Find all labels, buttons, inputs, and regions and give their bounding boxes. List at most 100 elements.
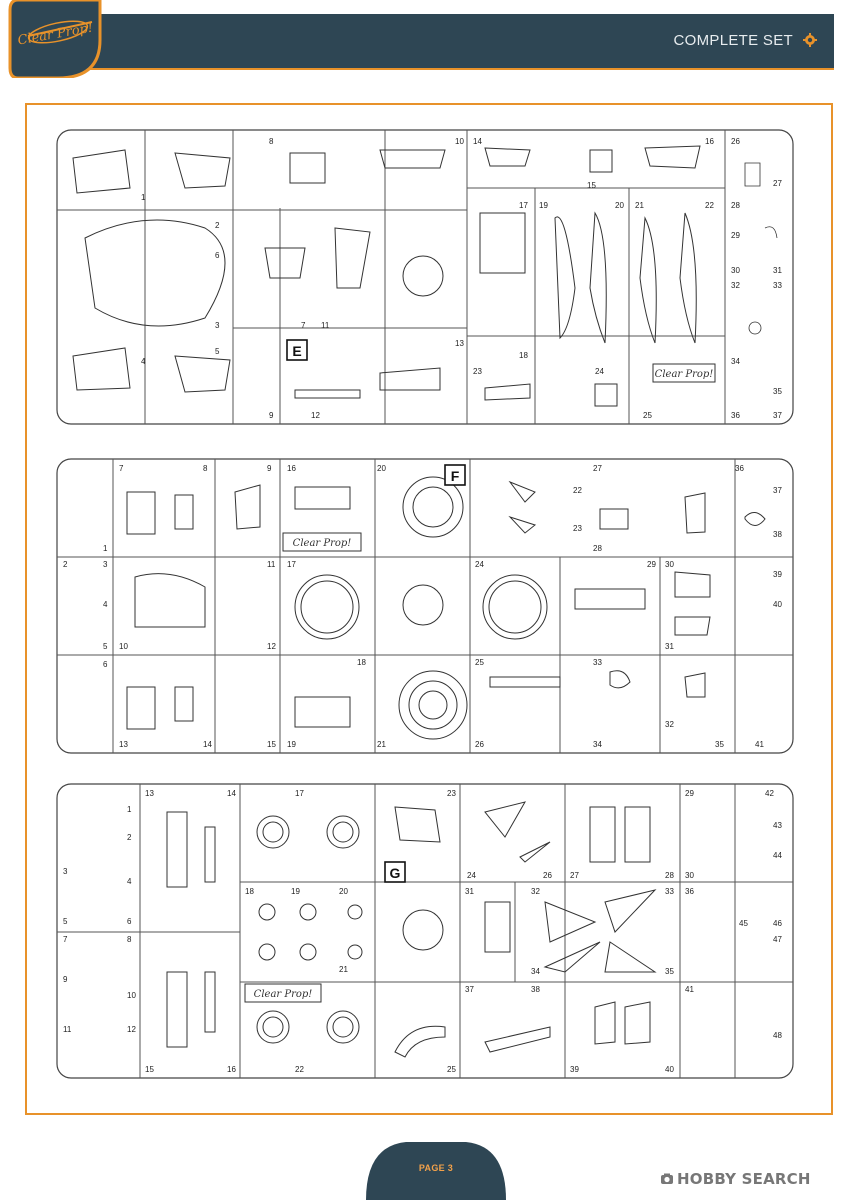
part-number: 35 xyxy=(715,740,724,749)
part-number: 11 xyxy=(63,1025,72,1034)
part-number: 14 xyxy=(473,137,482,146)
part-number: 40 xyxy=(665,1065,674,1074)
part-number: 22 xyxy=(705,201,714,210)
part-number: 7 xyxy=(301,321,306,330)
part-number: 27 xyxy=(773,179,782,188)
part-number: 34 xyxy=(531,967,540,976)
sprue-e: Clear Prop! E 1 2 3 4 5 6 7 8 9 10 11 12… xyxy=(56,129,794,425)
footer-page-tab xyxy=(366,1142,506,1200)
sprue-e-brand: Clear Prop! xyxy=(655,369,714,380)
part-number: 1 xyxy=(103,544,108,553)
part-number: 23 xyxy=(447,789,456,798)
part-number: 30 xyxy=(685,871,694,880)
part-number: 22 xyxy=(573,486,582,495)
camera-icon xyxy=(661,1173,673,1184)
part-number: 32 xyxy=(731,281,740,290)
part-number: 4 xyxy=(103,600,108,609)
part-number: 35 xyxy=(773,387,782,396)
part-number: 30 xyxy=(665,560,674,569)
part-number: 37 xyxy=(465,985,474,994)
part-number: 34 xyxy=(593,740,602,749)
part-number: 21 xyxy=(377,740,386,749)
brand-logo: Clear Prop! xyxy=(8,0,102,78)
part-number: 10 xyxy=(119,642,128,651)
part-number: 6 xyxy=(103,660,108,669)
sprue-e-letter: E xyxy=(292,343,301,359)
part-number: 28 xyxy=(731,201,740,210)
part-number: 7 xyxy=(63,935,68,944)
part-number: 28 xyxy=(593,544,602,553)
part-number: 36 xyxy=(731,411,740,420)
part-number: 9 xyxy=(63,975,68,984)
part-number: 23 xyxy=(473,367,482,376)
part-number: 20 xyxy=(377,464,386,473)
part-number: 9 xyxy=(267,464,272,473)
hobby-search-watermark: HOBBY SEARCH xyxy=(677,1170,811,1188)
part-number: 38 xyxy=(531,985,540,994)
sprue-g-letter: G xyxy=(390,865,401,881)
part-number: 25 xyxy=(475,658,484,667)
part-number: 43 xyxy=(773,821,782,830)
part-number: 8 xyxy=(203,464,208,473)
page-number-label: PAGE 3 xyxy=(418,1163,454,1173)
part-number: 34 xyxy=(731,357,740,366)
part-number: 7 xyxy=(119,464,124,473)
part-number: 10 xyxy=(127,991,136,1000)
part-number: 25 xyxy=(643,411,652,420)
part-number: 33 xyxy=(665,887,674,896)
part-number: 31 xyxy=(665,642,674,651)
part-number: 16 xyxy=(227,1065,236,1074)
part-number: 3 xyxy=(103,560,108,569)
part-number: 33 xyxy=(593,658,602,667)
part-number: 35 xyxy=(665,967,674,976)
part-number: 9 xyxy=(269,411,274,420)
header-bar xyxy=(60,14,834,70)
set-title: COMPLETE SET xyxy=(673,32,793,49)
part-number: 29 xyxy=(731,231,740,240)
part-number: 6 xyxy=(215,251,220,260)
part-number: 12 xyxy=(267,642,276,651)
part-number: 41 xyxy=(685,985,694,994)
sprue-f-letter: F xyxy=(451,468,460,484)
part-number: 15 xyxy=(587,181,596,190)
part-number: 13 xyxy=(145,789,154,798)
part-number: 31 xyxy=(773,266,782,275)
part-number: 44 xyxy=(773,851,782,860)
part-number: 3 xyxy=(63,867,68,876)
part-number: 11 xyxy=(267,560,276,569)
part-number: 18 xyxy=(357,658,366,667)
part-number: 14 xyxy=(227,789,236,798)
part-number: 20 xyxy=(339,887,348,896)
part-number: 11 xyxy=(321,321,330,330)
part-number: 21 xyxy=(635,201,644,210)
part-number: 4 xyxy=(141,357,146,366)
part-number: 42 xyxy=(765,789,774,798)
part-number: 24 xyxy=(467,871,476,880)
part-number: 15 xyxy=(267,740,276,749)
part-number: 2 xyxy=(215,221,220,230)
part-number: 40 xyxy=(773,600,782,609)
part-number: 16 xyxy=(705,137,714,146)
part-number: 5 xyxy=(63,917,68,926)
part-number: 30 xyxy=(731,266,740,275)
part-number: 23 xyxy=(573,524,582,533)
part-number: 46 xyxy=(773,919,782,928)
part-number: 36 xyxy=(685,887,694,896)
part-number: 28 xyxy=(665,871,674,880)
part-number: 3 xyxy=(215,321,220,330)
part-number: 1 xyxy=(127,805,132,814)
part-number: 15 xyxy=(145,1065,154,1074)
part-number: 2 xyxy=(63,560,68,569)
part-number: 39 xyxy=(570,1065,579,1074)
part-number: 5 xyxy=(215,347,220,356)
part-number: 19 xyxy=(291,887,300,896)
sprue-g: Clear Prop! G 1 2 3 4 5 6 7 8 9 10 11 12… xyxy=(56,783,794,1079)
part-number: 18 xyxy=(519,351,528,360)
part-number: 45 xyxy=(739,919,748,928)
part-number: 27 xyxy=(570,871,579,880)
part-number: 37 xyxy=(773,486,782,495)
content-frame xyxy=(25,103,833,1115)
part-number: 12 xyxy=(127,1025,136,1034)
part-number: 8 xyxy=(127,935,132,944)
part-number: 18 xyxy=(245,887,254,896)
